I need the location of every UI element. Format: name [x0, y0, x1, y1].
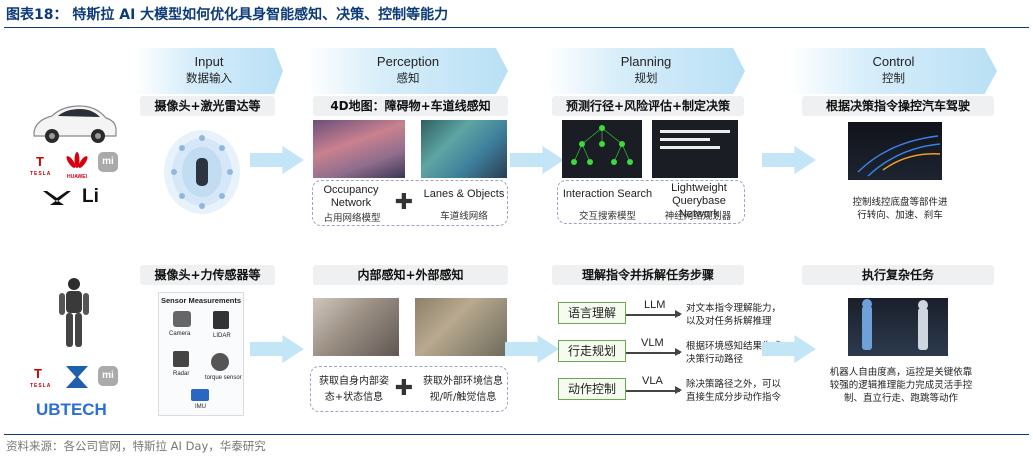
llm-arrow — [626, 311, 682, 317]
vlm-desc: 根据环境感知结果生成决策行动路径 — [686, 341, 782, 365]
tesla-logo-row2: T — [34, 366, 42, 381]
llm-desc: 对文本指令理解能力，以及对任务拆解推理 — [686, 303, 782, 327]
external-perception-desc: 获取外部环境信息视/听/触觉信息 — [423, 376, 503, 403]
lanes-network-zh: 车道线网络 — [440, 211, 488, 222]
driving-control-image — [848, 122, 942, 180]
control-label-row2: 执行复杂任务 — [802, 265, 994, 285]
occupancy-map-image — [313, 120, 405, 178]
xiaomi-logo: mi — [98, 152, 118, 172]
interaction-search-label: Interaction Search — [562, 188, 653, 200]
vla-desc: 除决策路径之外，可以直接生成分步动作指令 — [686, 379, 782, 403]
source-note: 资料来源：各公司官网，特斯拉 AI Day，华泰研究 — [6, 439, 266, 453]
tesla-logo-text-row2: TESLA — [30, 383, 52, 389]
page-title: 图表18： 特斯拉 AI 大模型如何优化具身智能感知、决策、控制等能力 — [6, 7, 449, 23]
interaction-search-image — [562, 120, 642, 178]
robot-image — [54, 276, 94, 352]
flow-arrow-row1-1 — [250, 146, 304, 174]
internal-perception-image — [313, 298, 399, 356]
vla-label: VLA — [642, 375, 663, 387]
control-label-row1: 根据决策指令操控汽车驾驶 — [802, 96, 994, 116]
footer-divider — [4, 434, 1029, 435]
ubtech-logo: UBTECH — [36, 400, 107, 419]
lightweight-network-label: Lightweight Querybase Network — [671, 182, 727, 220]
vehicle-sensor-diagram — [162, 128, 242, 216]
internal-perception-desc: 获取自身内部姿态+状态信息 — [319, 376, 389, 403]
motion-control-box: 动作控制 — [558, 378, 626, 400]
lightweight-network-zh: 神经网络规划器 — [664, 211, 732, 222]
control-desc-row2: 机器人自由度高，运控是关键依靠较强的逻辑推理能力完成灵活手控制、直立行走、跑跳等… — [829, 367, 973, 404]
interaction-search-zh: 交互搜索模型 — [578, 211, 636, 222]
camera-icon — [173, 311, 191, 327]
control-desc-row1: 控制线控底盘等部件进行转向、加速、刹车 — [852, 197, 948, 221]
flow-arrow-row1-2 — [510, 146, 564, 174]
column-header-planning: Planning 规划 — [547, 48, 745, 94]
lanes-objects-label: Lanes & Objects — [423, 188, 505, 200]
occupancy-network-label: Occupancy Network — [323, 184, 379, 209]
xiaomi-logo-row2: mi — [98, 366, 118, 386]
li-auto-logo: Li — [82, 186, 99, 207]
sensor-measurements-panel: Sensor Measurements Camera LIDAR Radar t… — [158, 292, 244, 416]
input-label-row2: 摄像头+力传感器等 — [140, 265, 275, 285]
column-header-input: Input 数据输入 — [135, 48, 283, 94]
vlm-arrow — [626, 349, 682, 355]
input-label-row1: 摄像头+激光雷达等 — [140, 96, 275, 116]
plus-icon: ✚ — [394, 190, 414, 215]
car-image — [28, 96, 120, 150]
vlm-label: VLM — [641, 337, 664, 349]
perception-label-row2: 内部感知+外部感知 — [313, 265, 508, 285]
radar-icon — [173, 351, 189, 367]
perception-label-row1: 4D地图：障碍物+车道线感知 — [313, 96, 508, 116]
torque-sensor-icon — [211, 353, 229, 371]
figure-logo — [64, 364, 90, 390]
title-divider — [4, 27, 1029, 28]
planning-models-box — [557, 180, 745, 224]
plus-icon-row2: ✚ — [394, 376, 414, 401]
huawei-logo: HUAWEI — [62, 152, 92, 180]
occupancy-network-zh: 占用网络模型 — [323, 213, 381, 224]
column-header-control: Control 控制 — [790, 48, 997, 94]
tesla-logo: T — [36, 154, 44, 169]
xpeng-logo — [40, 188, 74, 208]
imu-icon — [191, 389, 209, 401]
planning-label-row1: 预测行径+风险评估+制定决策 — [552, 96, 744, 116]
robot-task-image — [848, 298, 948, 356]
flow-arrow-row1-3 — [762, 146, 816, 174]
column-header-perception: Perception 感知 — [308, 48, 508, 94]
perception-info-box — [310, 366, 508, 412]
lidar-icon — [213, 311, 229, 329]
planning-label-row2: 理解指令并拆解任务步骤 — [552, 265, 744, 285]
flow-arrow-row2-1 — [250, 335, 304, 363]
vla-arrow — [626, 387, 682, 393]
perception-models-box — [312, 180, 508, 226]
external-perception-image — [415, 298, 507, 356]
language-understanding-box: 语言理解 — [558, 302, 626, 324]
lane-map-image — [421, 120, 507, 178]
tesla-logo-text: TESLA — [30, 171, 52, 177]
flow-arrow-row2-2 — [505, 335, 559, 363]
llm-label: LLM — [644, 299, 666, 311]
sensor-measurements-title: Sensor Measurements — [160, 296, 242, 305]
querybase-network-image — [652, 120, 738, 178]
walking-planning-box: 行走规划 — [558, 340, 626, 362]
